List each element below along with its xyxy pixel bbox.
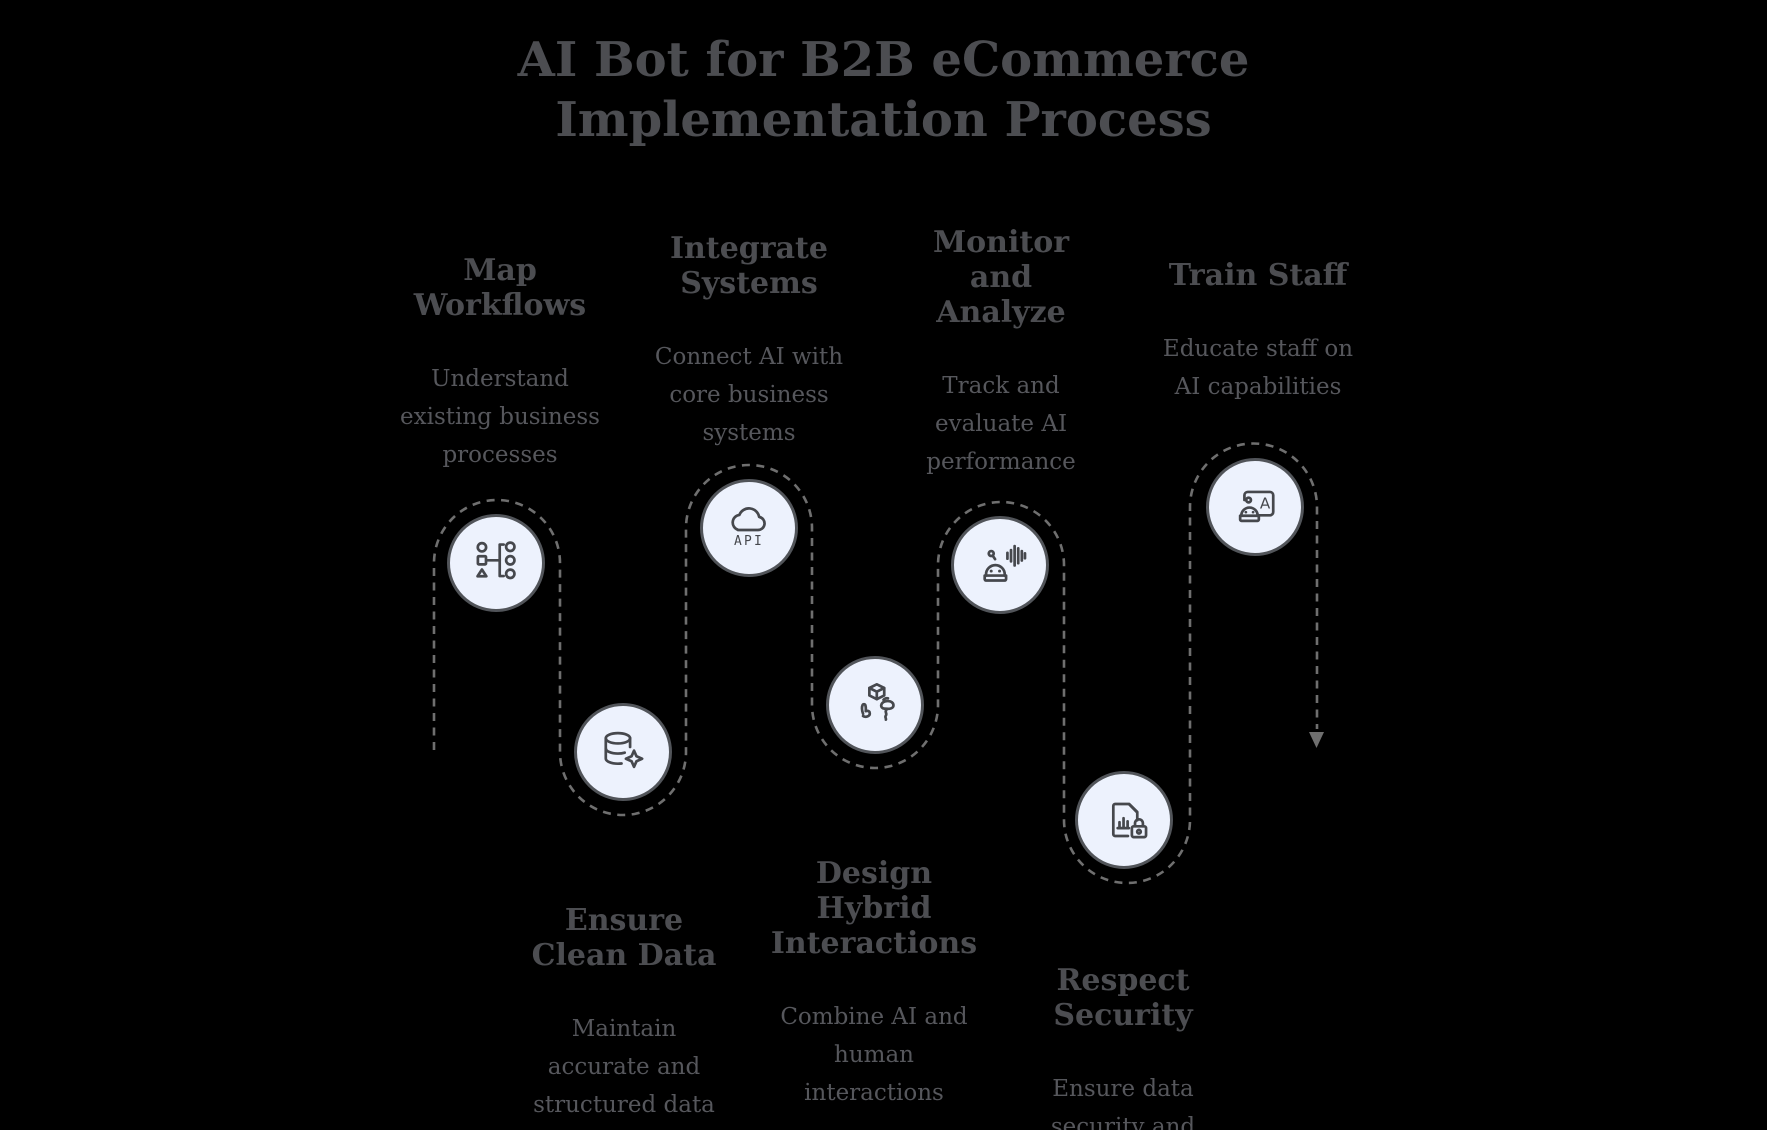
hand-cube-interaction-icon [860,682,895,721]
board-letter-label: A [1260,495,1271,513]
step-title: Respect Security [1053,963,1193,1033]
step-integrate-systems: Integrate Systems Connect AI with core b… [589,212,909,471]
step-monitor-and-analyze: Monitor and Analyze Track and evaluate A… [841,206,1161,500]
training-board-icon: A [1238,490,1275,523]
step-train-staff: Train Staff Educate staff on AI capabili… [1098,239,1418,425]
arrow-down-icon [1309,732,1324,748]
node-design-hybrid-interactions [826,656,924,754]
step-description: Connect AI with core business systems [654,344,844,446]
step-title: Monitor and Analyze [932,225,1070,330]
step-title: Map Workflows [413,253,587,323]
node-map-workflows [447,514,545,612]
step-description: Understand existing business processes [400,366,600,468]
step-title: Train Staff [1168,258,1348,293]
step-description: Track and evaluate AI performance [926,373,1076,475]
step-description: Educate staff on AI capabilities [1162,336,1354,400]
node-respect-security [1075,771,1173,869]
step-description: Combine AI and human interactions [780,1004,968,1106]
step-design-hybrid-interactions: Design Hybrid Interactions Combine AI an… [714,837,1034,1130]
database-sparkle-icon [604,731,644,769]
node-train-staff: A [1206,458,1304,556]
step-title: Integrate Systems [670,231,828,301]
step-description: Ensure data security and compliance [1050,1076,1196,1130]
node-ensure-clean-data [574,703,672,801]
step-map-workflows: Map Workflows Understand existing busine… [340,234,660,493]
process-path-line [432,442,1319,885]
robot-voice-icon [983,544,1027,582]
step-title: Ensure Clean Data [531,903,717,973]
api-label: API [734,534,764,549]
step-ensure-clean-data: Ensure Clean Data Maintain accurate and … [464,884,784,1130]
step-description: Maintain accurate and structured data [533,1016,715,1118]
node-integrate-systems: API [700,479,798,577]
workflow-icon [476,541,516,580]
page-title: AI Bot for B2B eCommerce Implementation … [517,32,1250,148]
node-monitor-and-analyze [951,516,1049,614]
step-title: Design Hybrid Interactions [770,856,978,961]
step-respect-security: Respect Security Ensure data security an… [963,944,1283,1130]
cloud-api-icon: API [731,507,766,549]
document-chart-lock-icon [1111,802,1148,839]
